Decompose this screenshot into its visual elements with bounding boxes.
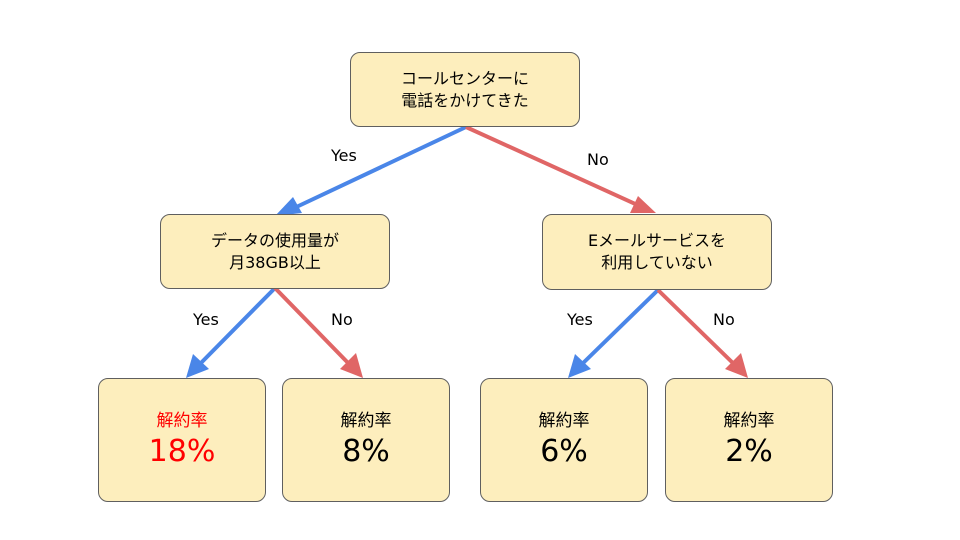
leaf-node-1: 解約率 18% xyxy=(98,378,266,502)
edge-label-root-yes: Yes xyxy=(331,146,357,165)
leaf-1-label: 解約率 xyxy=(156,411,208,431)
arrowhead-root-no xyxy=(630,196,656,213)
leaf-4-value: 2% xyxy=(725,434,773,469)
edge-label-right-no: No xyxy=(713,310,735,329)
leaf-3-value: 6% xyxy=(540,434,588,469)
arrowhead-root-yes xyxy=(275,197,302,216)
root-line-2: 電話をかけてきた xyxy=(401,90,529,110)
arrowhead-right-yes xyxy=(568,354,591,378)
leaf-2-label: 解約率 xyxy=(340,411,392,431)
edge-root-yes xyxy=(289,125,467,212)
arrowhead-left-no xyxy=(340,353,363,378)
leaf-3-label: 解約率 xyxy=(538,411,590,431)
left-line-1: データの使用量が xyxy=(210,230,339,250)
edge-right-no xyxy=(656,288,740,370)
edge-left-yes xyxy=(194,286,277,370)
root-node: コールセンターに 電話をかけてきた xyxy=(350,52,580,127)
edge-right-yes xyxy=(576,288,660,370)
leaf-node-3: 解約率 6% xyxy=(480,378,648,502)
edge-label-left-yes: Yes xyxy=(193,310,219,329)
right-line-2: 利用していない xyxy=(601,253,713,272)
leaf-2-value: 8% xyxy=(342,434,390,469)
leaf-node-2: 解約率 8% xyxy=(282,378,450,502)
left-decision-node: データの使用量が 月38GB以上 xyxy=(160,214,390,289)
edge-root-no xyxy=(465,125,643,209)
leaf-4-label: 解約率 xyxy=(723,411,775,431)
arrowhead-right-no xyxy=(725,353,748,378)
right-line-1: Eメールサービスを xyxy=(587,231,727,250)
edge-label-root-no: No xyxy=(587,150,609,169)
root-line-1: コールセンターに xyxy=(400,68,529,88)
edge-left-no xyxy=(273,286,355,370)
edge-label-left-no: No xyxy=(331,310,353,329)
leaf-1-value: 18% xyxy=(148,434,216,469)
edge-label-right-yes: Yes xyxy=(567,310,593,329)
leaf-node-4: 解約率 2% xyxy=(665,378,833,502)
left-line-2: 月38GB以上 xyxy=(229,252,321,272)
right-decision-node: Eメールサービスを 利用していない xyxy=(542,214,772,290)
arrowhead-left-yes xyxy=(186,354,209,378)
